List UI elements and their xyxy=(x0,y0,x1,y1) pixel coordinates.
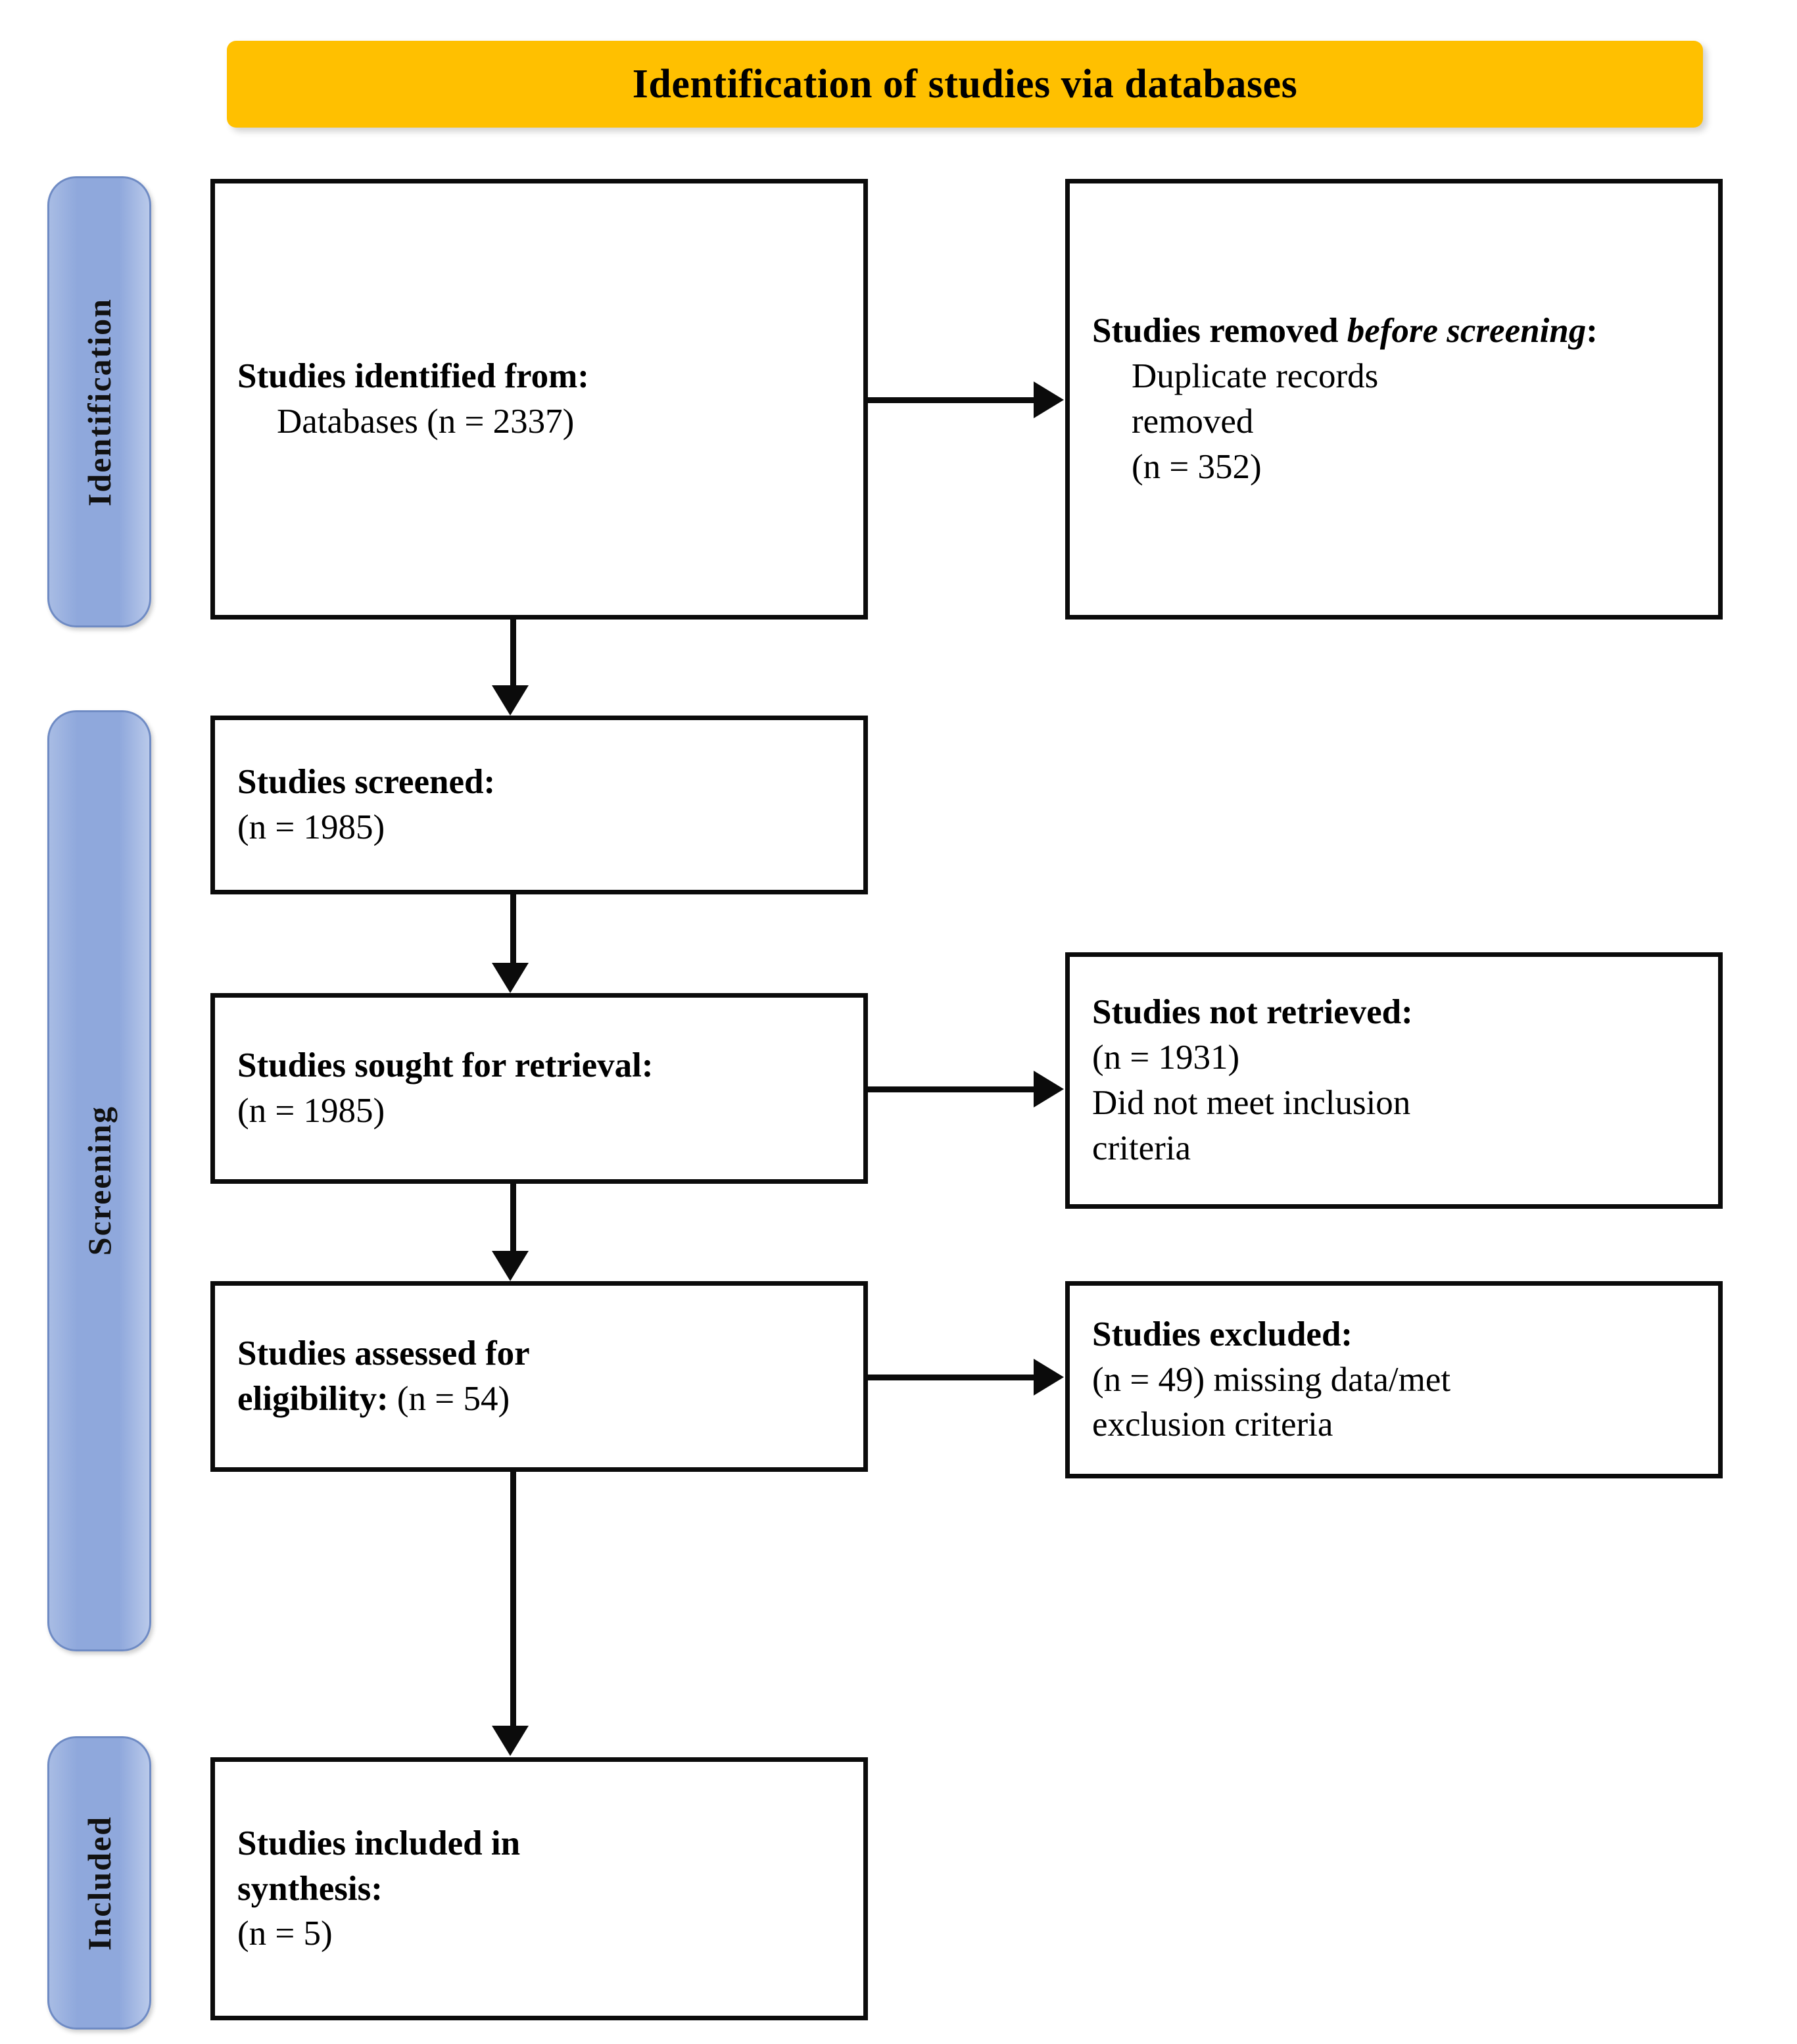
box-studies-excluded: Studies excluded: (n = 49) missing data/… xyxy=(1065,1281,1723,1478)
stage-rail-included: Included xyxy=(47,1736,151,2030)
box-studies-assessed-line2-a: eligibility: xyxy=(237,1380,389,1418)
connector-screened-to-sought xyxy=(510,894,516,965)
box-studies-assessed: Studies assessed for eligibility: (n = 5… xyxy=(210,1281,868,1472)
connector-identified-to-screened xyxy=(510,620,516,688)
box-studies-excluded-line1: Studies excluded: xyxy=(1092,1315,1353,1353)
connector-identified-to-removed xyxy=(868,397,1036,403)
arrowhead-down-icon xyxy=(492,1251,529,1281)
box-studies-removed-line1-a: Studies removed xyxy=(1092,312,1347,351)
stage-rail-included-label: Included xyxy=(81,1815,118,1951)
connector-sought-to-assessed xyxy=(510,1184,516,1252)
arrowhead-down-icon xyxy=(492,685,529,716)
box-studies-identified: Studies identified from: Databases (n = … xyxy=(210,179,868,620)
box-studies-removed-line3: removed xyxy=(1132,402,1254,441)
box-studies-identified-line2: Databases (n = 2337) xyxy=(277,402,575,441)
box-studies-screened-line1: Studies screened: xyxy=(237,763,496,802)
box-studies-included: Studies included in synthesis: (n = 5) xyxy=(210,1757,868,2020)
box-studies-sought-line2: (n = 1985) xyxy=(237,1092,385,1130)
box-studies-removed-line1-c: : xyxy=(1586,312,1598,351)
box-studies-assessed-line2: eligibility: (n = 54) xyxy=(237,1376,841,1422)
connector-assessed-to-excluded xyxy=(868,1375,1036,1380)
banner-title: Identification of studies via databases xyxy=(632,61,1298,107)
stage-rail-screening: Screening xyxy=(47,710,151,1651)
box-studies-removed-line1: Studies removed before screening: xyxy=(1092,308,1696,354)
box-studies-removed: Studies removed before screening: Duplic… xyxy=(1065,179,1723,620)
box-studies-excluded-line3: exclusion criteria xyxy=(1092,1405,1333,1444)
box-studies-not-retrieved-line2: (n = 1931) xyxy=(1092,1038,1240,1077)
box-studies-screened: Studies screened: (n = 1985) xyxy=(210,716,868,894)
box-studies-not-retrieved-line3: Did not meet inclusion xyxy=(1092,1084,1411,1122)
arrowhead-down-icon xyxy=(492,1726,529,1756)
box-studies-included-line3: (n = 5) xyxy=(237,1914,333,1953)
box-studies-removed-line4: (n = 352) xyxy=(1132,447,1262,486)
stage-rail-identification-label: Identification xyxy=(81,297,118,506)
banner-identification-header: Identification of studies via databases xyxy=(227,41,1703,128)
box-studies-included-line2: synthesis: xyxy=(237,1869,383,1908)
box-studies-removed-line1-b: before screening xyxy=(1347,312,1587,351)
connector-assessed-to-included xyxy=(510,1472,516,1728)
box-studies-screened-line2: (n = 1985) xyxy=(237,808,385,846)
box-studies-sought-line1: Studies sought for retrieval: xyxy=(237,1046,654,1085)
stage-rail-identification: Identification xyxy=(47,176,151,627)
box-studies-included-line1: Studies included in xyxy=(237,1824,521,1862)
arrowhead-right-icon xyxy=(1034,1071,1064,1107)
box-studies-removed-line2: Duplicate records xyxy=(1132,357,1379,396)
arrowhead-right-icon xyxy=(1034,381,1064,418)
box-studies-assessed-line1: Studies assessed for xyxy=(237,1334,530,1373)
box-studies-excluded-line2: (n = 49) missing data/met xyxy=(1092,1360,1451,1399)
connector-sought-to-not-retrieved xyxy=(868,1086,1036,1092)
box-studies-identified-line1: Studies identified from: xyxy=(237,357,589,396)
box-studies-not-retrieved-line4: criteria xyxy=(1092,1129,1191,1167)
box-studies-assessed-line2-b: (n = 54) xyxy=(388,1380,510,1418)
arrowhead-down-icon xyxy=(492,963,529,993)
box-studies-not-retrieved: Studies not retrieved: (n = 1931) Did no… xyxy=(1065,952,1723,1209)
stage-rail-screening-label: Screening xyxy=(81,1106,118,1256)
box-studies-sought: Studies sought for retrieval: (n = 1985) xyxy=(210,993,868,1184)
arrowhead-right-icon xyxy=(1034,1359,1064,1396)
box-studies-not-retrieved-line1: Studies not retrieved: xyxy=(1092,993,1413,1032)
